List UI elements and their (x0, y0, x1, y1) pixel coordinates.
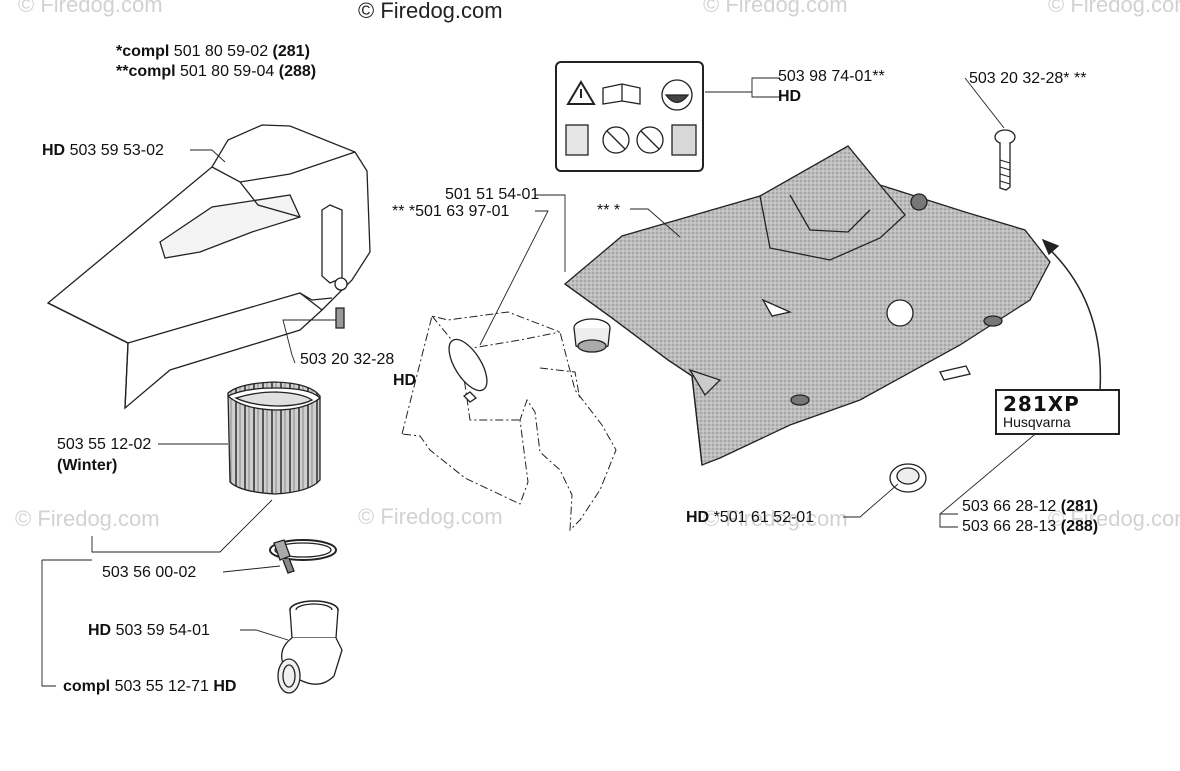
copyright-header: © Firedog.com (358, 0, 503, 23)
label-filter-winter-note: (Winter) (57, 457, 118, 474)
leader-lines (41, 77, 1041, 687)
watermark: © Firedog.com (1048, 0, 1180, 17)
label-decal: 503 98 74-01** (778, 68, 885, 85)
watermark: © Firedog.com (358, 504, 503, 529)
label-grommet: HD *501 61 52-01 (686, 509, 815, 526)
badge-model: 281XP (1003, 392, 1080, 416)
label-cylinder-cover: ** * (597, 202, 621, 219)
label-compl-281: *compl 501 80 59-02 (281) (116, 43, 310, 60)
hose-clamp (269, 539, 337, 574)
label-model-decal-281: 503 66 28-12 (281) (962, 498, 1099, 515)
watermark: © Firedog.com (15, 506, 160, 531)
label-model-decal-288: 503 66 28-13 (288) (962, 518, 1099, 535)
warning-decal (555, 61, 704, 172)
label-filter-cover: HD 503 59 53-02 (42, 142, 164, 159)
label-hose-clamp: 503 56 00-02 (102, 564, 197, 581)
badge-brand: Husqvarna (1003, 414, 1071, 430)
watermark: © Firedog.com (703, 0, 848, 17)
label-filter-kit: compl 503 55 12-71 HD (63, 678, 237, 695)
rotation-arrow (1044, 244, 1102, 391)
watermark: © Firedog.com (1048, 506, 1180, 531)
intake-adapter (277, 600, 343, 694)
label-intake-adapter: HD 503 59 54-01 (88, 622, 210, 639)
label-plug-alt: ** *501 63 97-01 (392, 203, 510, 220)
label-decal-tag: HD (778, 88, 802, 105)
spark-plug-cap (448, 338, 488, 403)
air-filter-cover (46, 124, 371, 410)
label-screw: 503 20 32-28* ** (969, 70, 1087, 87)
watermark: © Firedog.com (18, 0, 163, 17)
grommet (889, 463, 927, 493)
watermark: © Firedog.com (703, 506, 848, 531)
label-cover-screw: 503 20 32-28 (300, 351, 395, 368)
model-badge: 281XP Husqvarna (995, 389, 1120, 435)
label-compl-288: **compl 501 80 59-04 (288) (116, 63, 317, 80)
cylinder-cover (563, 145, 1051, 466)
rubber-plug (573, 318, 611, 353)
screw (994, 129, 1016, 191)
label-cover-screw-tag: HD (393, 372, 417, 389)
air-filter-element (226, 381, 321, 495)
arrow-head (1041, 238, 1060, 256)
label-plug: 501 51 54-01 (445, 186, 540, 203)
label-filter-winter: 503 55 12-02 (57, 436, 152, 453)
